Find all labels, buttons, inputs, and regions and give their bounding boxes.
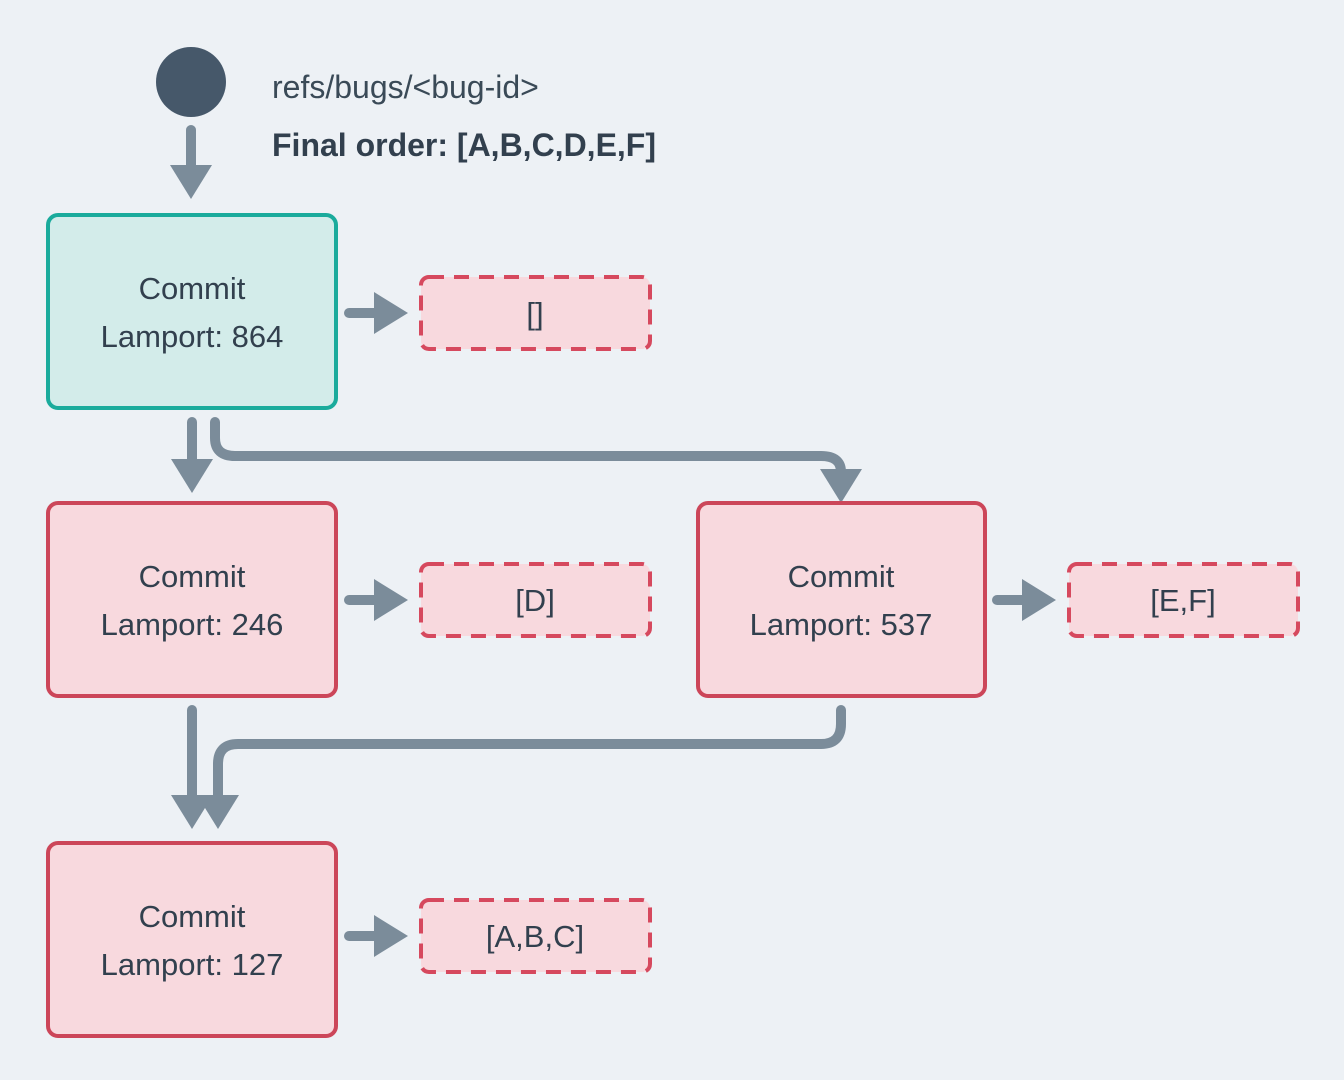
- payload-rect: [419, 898, 652, 974]
- commit-node-864: Commit Lamport: 864: [46, 213, 338, 410]
- node-box-127: [46, 841, 338, 1038]
- payload-rect: [1067, 562, 1300, 638]
- node-title: Commit: [139, 271, 246, 306]
- edge-commit-864-to-commit-537: [210, 417, 862, 503]
- payload-label: [E,F]: [1150, 583, 1215, 618]
- node-title: Commit: [139, 899, 246, 934]
- final-order-label: Final order: [A,B,C,D,E,F]: [272, 127, 656, 163]
- payload-rect: [419, 275, 652, 351]
- node-subtitle: Lamport: 537: [750, 607, 933, 642]
- node-title: Commit: [788, 559, 895, 594]
- commit-node-246: Commit Lamport: 246: [46, 501, 338, 698]
- payload-label: [A,B,C]: [486, 919, 584, 954]
- node-title: Commit: [139, 559, 246, 594]
- payload-label: [D]: [515, 583, 555, 618]
- payload-box-246: [D]: [419, 562, 652, 638]
- ref-label: refs/bugs/<bug-id>: [272, 69, 539, 105]
- payload-box-864: []: [419, 275, 652, 351]
- commit-node-537: Commit Lamport: 537: [696, 501, 987, 698]
- node-box-537: [696, 501, 987, 698]
- node-box-864: [46, 213, 338, 410]
- commit-node-127: Commit Lamport: 127: [46, 841, 338, 1038]
- ref-head-node: [156, 47, 226, 117]
- node-subtitle: Lamport: 127: [101, 947, 284, 982]
- payload-box-127: [A,B,C]: [419, 898, 652, 974]
- node-subtitle: Lamport: 246: [101, 607, 284, 642]
- payload-label: []: [526, 296, 543, 331]
- payload-box-537: [E,F]: [1067, 562, 1300, 638]
- node-subtitle: Lamport: 864: [101, 319, 284, 354]
- edge-commit-537-to-commit-127: [197, 705, 846, 829]
- payload-rect: [419, 562, 652, 638]
- node-box-246: [46, 501, 338, 698]
